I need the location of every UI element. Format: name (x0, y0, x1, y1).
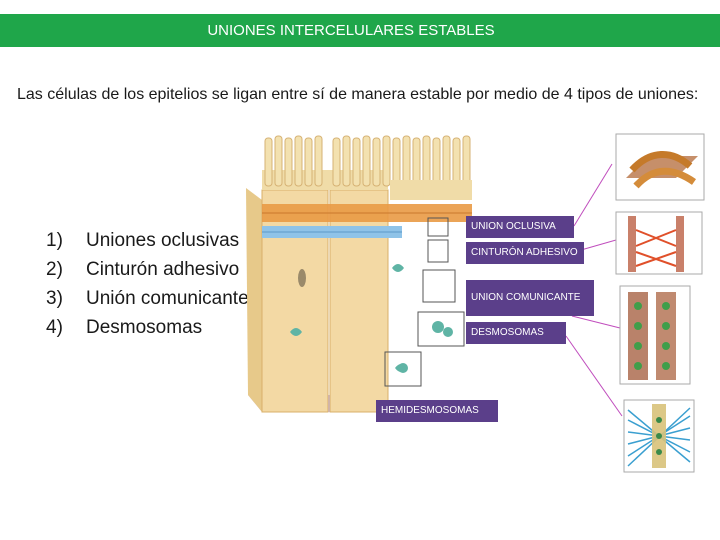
label-cinturon-adhesivo: CINTURÓN ADHESIVO (466, 242, 584, 264)
title-bar: UNIONES INTERCELULARES ESTABLES (0, 14, 720, 47)
cell-side (246, 188, 262, 412)
label-union-oclusiva: UNION OCLUSIVA (466, 216, 574, 238)
label-hemidesmosomas: HEMIDESMOSOMAS (376, 400, 498, 422)
list-item: 4)Desmosomas (46, 316, 203, 338)
cell-right (329, 189, 389, 413)
list-item: 3)Unión comunicante (46, 287, 249, 309)
label-desmosomas: DESMOSOMAS (466, 322, 566, 344)
epithelium-diagram (246, 133, 705, 473)
gap-junction-mark (298, 269, 306, 287)
cell-left (261, 189, 329, 413)
intro-text: Las células de los epitelios se ligan en… (17, 86, 699, 103)
list-item: 1)Uniones oclusivas (46, 229, 240, 251)
focus-boxes (384, 217, 465, 387)
junction-list: 1)Uniones oclusivas 2)Cinturón adhesivo … (46, 226, 249, 342)
label-union-comunicante: UNION COMUNICANTE (466, 280, 594, 316)
page-title: UNIONES INTERCELULARES ESTABLES (207, 22, 495, 39)
list-item: 2)Cinturón adhesivo (46, 258, 240, 280)
microvilli (264, 135, 471, 187)
